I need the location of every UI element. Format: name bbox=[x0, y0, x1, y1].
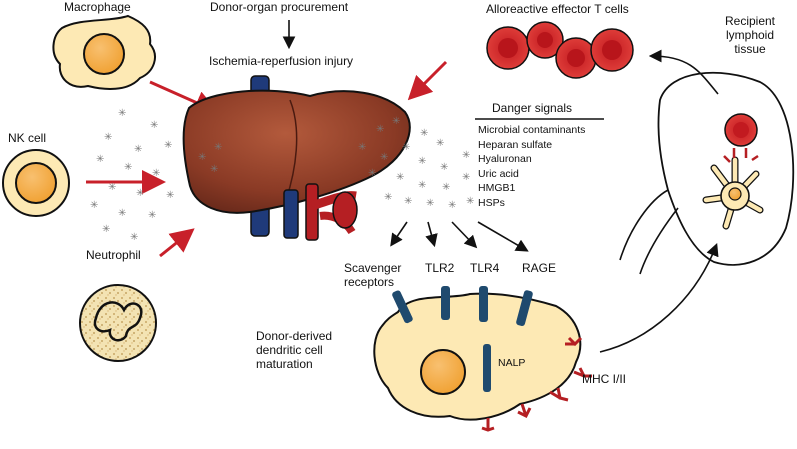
lymph-node-icon bbox=[619, 71, 795, 275]
danger-signal-star-icon: ✳ bbox=[136, 188, 144, 199]
danger-signal-star-icon: ✳ bbox=[198, 152, 206, 163]
t-cell-1 bbox=[486, 26, 530, 70]
tlr4-label: TLR4 bbox=[470, 261, 500, 275]
liver-icon bbox=[182, 75, 411, 241]
danger-signal-star-icon: ✳ bbox=[214, 142, 222, 153]
danger-item: Heparan sulfate bbox=[478, 138, 553, 151]
danger-signal-star-icon: ✳ bbox=[210, 164, 218, 175]
danger-signal-star-icon: ✳ bbox=[426, 198, 434, 209]
neutrophil-icon bbox=[79, 284, 157, 362]
danger-list: Microbial contaminants Heparan sulfate H… bbox=[478, 123, 585, 210]
danger-signal-star-icon: ✳ bbox=[448, 200, 456, 211]
danger-signal-star-icon: ✳ bbox=[384, 192, 392, 203]
danger-signal-star-icon: ✳ bbox=[418, 156, 426, 167]
danger-signal-star-icon: ✳ bbox=[380, 152, 388, 163]
danger-signal-star-icon: ✳ bbox=[166, 190, 174, 201]
danger-title: Danger signals bbox=[492, 101, 573, 115]
danger-signal-star-icon: ✳ bbox=[150, 120, 158, 131]
recipient-line2: lymphoid bbox=[725, 27, 775, 42]
dc-line1: Donor-derived bbox=[256, 329, 333, 343]
dc-maturation-label: Donor-derived dendritic cell maturation bbox=[256, 329, 333, 371]
danger-signal-star-icon: ✳ bbox=[418, 180, 426, 191]
danger-item: HMGB1 bbox=[478, 182, 516, 194]
arrow-neutrophil bbox=[159, 228, 195, 258]
scavenger-label: Scavenger receptors bbox=[344, 261, 402, 290]
danger-signal-star-icon: ✳ bbox=[404, 196, 412, 207]
dendritic-cell-icon bbox=[373, 286, 592, 432]
nk-cell-icon bbox=[2, 149, 70, 217]
t-cell-2 bbox=[526, 21, 564, 59]
procurement-label: Donor-organ procurement bbox=[210, 0, 349, 14]
danger-signal-star-icon: ✳ bbox=[442, 182, 450, 193]
danger-signal-star-icon: ✳ bbox=[466, 196, 474, 207]
nk-cell-label: NK cell bbox=[8, 131, 47, 145]
danger-signal-star-icon: ✳ bbox=[462, 172, 470, 183]
danger-signal-star-icon: ✳ bbox=[440, 162, 448, 173]
danger-signal-star-icon: ✳ bbox=[148, 210, 156, 221]
danger-signal-star-icon: ✳ bbox=[376, 124, 384, 135]
alloreactive-label: Alloreactive effector T cells bbox=[486, 2, 629, 16]
danger-signal-star-icon: ✳ bbox=[108, 182, 116, 193]
mhc-label: MHC I/II bbox=[582, 372, 626, 386]
danger-signal-star-icon: ✳ bbox=[396, 172, 404, 183]
danger-signal-star-icon: ✳ bbox=[164, 140, 172, 151]
arrow-right bbox=[407, 60, 448, 101]
t-cell-icon bbox=[486, 21, 634, 79]
danger-signal-star-icon: ✳ bbox=[134, 144, 142, 155]
danger-signal-star-icon: ✳ bbox=[436, 138, 444, 149]
t-cell-3 bbox=[555, 37, 597, 79]
recipient-line1: Recipient bbox=[724, 14, 776, 28]
danger-signal-star-icon: ✳ bbox=[90, 200, 98, 211]
recipient-label: Recipient lymphoid tissue bbox=[714, 14, 786, 56]
danger-signal-star-icon: ✳ bbox=[130, 232, 138, 243]
scavenger-line1: Scavenger bbox=[344, 261, 402, 275]
danger-item: Uric acid bbox=[478, 167, 519, 180]
danger-item: Hyaluronan bbox=[478, 153, 532, 165]
danger-signal-star-icon: ✳ bbox=[96, 154, 104, 165]
dc-line3: maturation bbox=[256, 356, 313, 371]
danger-signal-stars: ✳✳✳✳✳✳✳✳✳✳✳✳✳✳✳✳✳✳✳✳✳✳✳✳✳✳✳✳✳✳✳✳✳✳✳✳✳✳✳ bbox=[90, 108, 474, 243]
lymph-to-tcell-arrow bbox=[648, 49, 719, 95]
danger-item: Microbial contaminants bbox=[478, 124, 586, 136]
nalp-label: NALP bbox=[498, 357, 526, 369]
ischemia-label: Ischemia-reperfusion injury bbox=[209, 54, 354, 68]
dc-to-lymph-arrow bbox=[599, 243, 719, 353]
danger-signal-star-icon: ✳ bbox=[104, 132, 112, 143]
rage-label: RAGE bbox=[522, 261, 557, 275]
macrophage-label: Macrophage bbox=[64, 0, 131, 14]
danger-signal-star-icon: ✳ bbox=[118, 208, 126, 219]
danger-signal-star-icon: ✳ bbox=[462, 150, 470, 161]
tlr2-label: TLR2 bbox=[425, 261, 455, 275]
scavenger-line2: receptors bbox=[344, 274, 395, 289]
danger-signal-star-icon: ✳ bbox=[152, 168, 160, 179]
danger-signal-star-icon: ✳ bbox=[368, 168, 376, 179]
dc-line2: dendritic cell bbox=[256, 342, 323, 357]
danger-signal-star-icon: ✳ bbox=[124, 162, 132, 173]
receptor-arrows bbox=[390, 221, 529, 252]
danger-signal-star-icon: ✳ bbox=[402, 142, 410, 153]
danger-signal-star-icon: ✳ bbox=[420, 128, 428, 139]
danger-item: HSPs bbox=[478, 196, 505, 209]
danger-signal-star-icon: ✳ bbox=[102, 224, 110, 235]
danger-signal-star-icon: ✳ bbox=[358, 142, 366, 153]
danger-signal-star-icon: ✳ bbox=[118, 108, 126, 119]
macrophage-icon bbox=[52, 14, 156, 90]
recipient-line3: tissue bbox=[734, 41, 766, 56]
t-cell-4 bbox=[590, 28, 634, 72]
danger-signal-star-icon: ✳ bbox=[392, 116, 400, 127]
neutrophil-label: Neutrophil bbox=[86, 248, 141, 262]
